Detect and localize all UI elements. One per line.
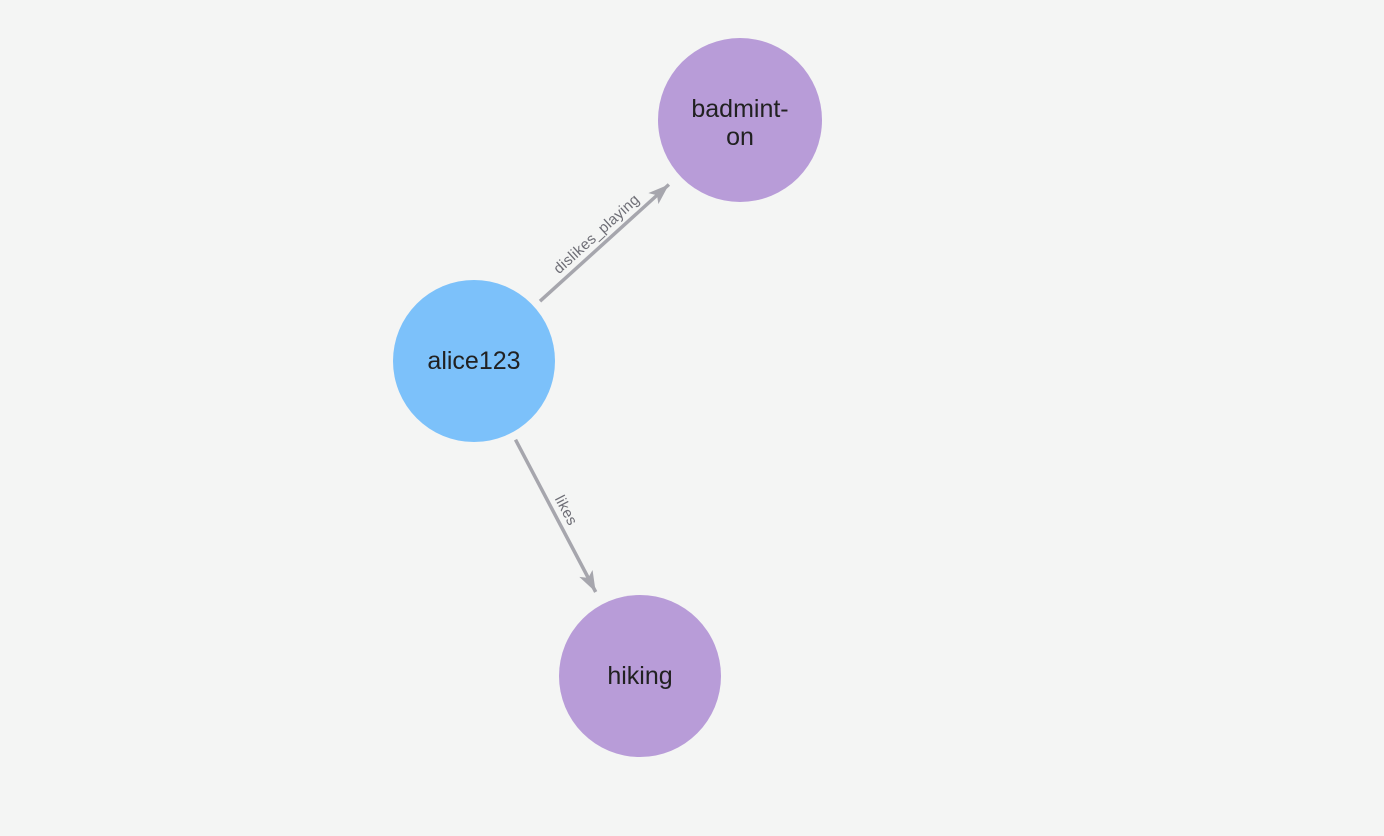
edge-label-dislikes_playing: dislikes_playing: [550, 191, 643, 277]
edge-dislikes_playing[interactable]: [538, 183, 671, 303]
node-label-badminton: badmint-on: [691, 95, 788, 151]
node-label-line: alice123: [427, 347, 520, 375]
edge-likes[interactable]: [513, 438, 598, 593]
node-label-line: on: [726, 123, 754, 151]
node-label-alice123: alice123: [427, 347, 520, 375]
node-circle-alice123[interactable]: [393, 280, 555, 442]
node-circle-badminton[interactable]: [658, 38, 822, 202]
node-label-hiking: hiking: [607, 662, 672, 690]
node-circle-hiking[interactable]: [559, 595, 721, 757]
node-badminton[interactable]: badmint-on: [658, 38, 822, 202]
node-hiking[interactable]: hiking: [559, 595, 721, 757]
node-label-line: hiking: [607, 662, 672, 690]
node-label-line: badmint-: [691, 95, 788, 123]
edge-label-likes: likes: [551, 493, 581, 529]
node-alice123[interactable]: alice123: [393, 280, 555, 442]
